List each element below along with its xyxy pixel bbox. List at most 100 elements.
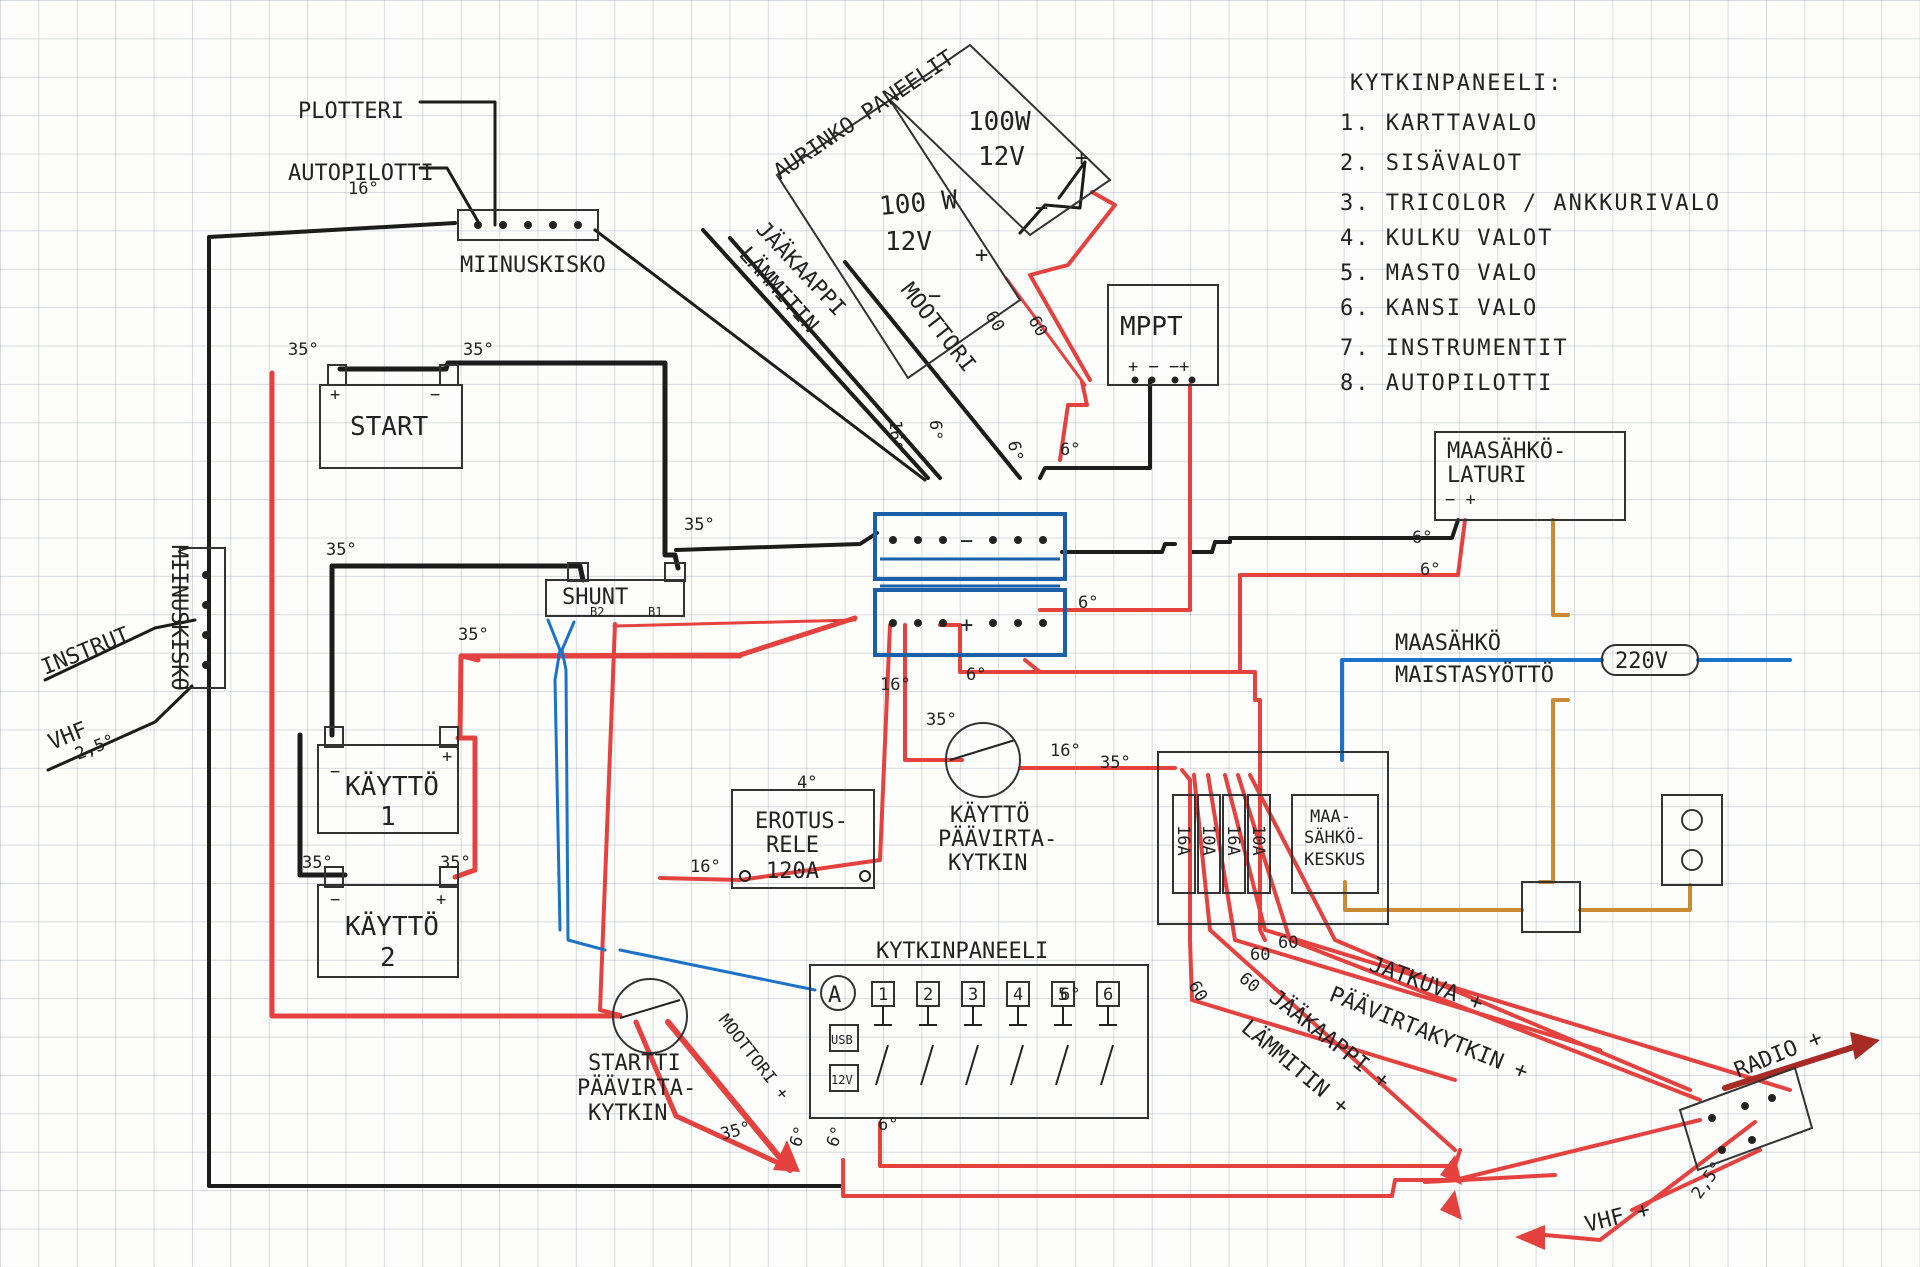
house-battery-1: − + KÄYTTÖ 1 <box>317 726 459 834</box>
mppt-controller: MPPT + − −+ <box>1107 284 1219 386</box>
svg-text:+: + <box>330 385 340 405</box>
panel-switch-2[interactable]: 2 <box>916 981 940 1086</box>
fuse-box: 16A 10A 16A 10A MAA- SÄHKÖ- KESKUS <box>1157 751 1389 925</box>
legend-item-2: 2. SISÄVALOT <box>1340 150 1523 176</box>
svg-text:KÄYTTÖ: KÄYTTÖ <box>950 802 1029 828</box>
svg-text:−: − <box>430 385 440 405</box>
panel-switch-1[interactable]: 1 <box>871 981 895 1086</box>
negative-busbar-left-label: MIINUSKISKO <box>166 545 191 691</box>
svg-text:PÄÄVIRTA-: PÄÄVIRTA- <box>938 826 1057 852</box>
svg-text:MAISTASYÖTTÖ: MAISTASYÖTTÖ <box>1395 662 1554 688</box>
switch-panel: KYTKINPANEELI A USB 12V <box>809 939 1149 1119</box>
svg-text:−: − <box>330 890 340 910</box>
svg-text:6°: 6° <box>1060 440 1080 460</box>
svg-text:LATURI: LATURI <box>1447 463 1526 488</box>
svg-text:16°: 16° <box>885 420 905 451</box>
fuse-3: 16A <box>1223 825 1243 856</box>
shunt: SHUNT B2 B1 <box>545 562 686 619</box>
svg-text:100W: 100W <box>968 107 1031 137</box>
svg-text:6°: 6° <box>786 1124 812 1150</box>
svg-text:35°: 35° <box>288 340 319 360</box>
svg-text:35°: 35° <box>326 540 357 560</box>
main-busbar-block: − + <box>873 512 1067 657</box>
panel-switch-number: 4 <box>1013 985 1023 1005</box>
ac-outlet <box>1521 794 1723 933</box>
svg-text:+: + <box>436 890 446 910</box>
mppt-label: MPPT <box>1120 312 1183 342</box>
svg-text:−: − <box>928 284 941 309</box>
svg-text:1: 1 <box>380 802 396 832</box>
radio-busbar: RADIO + VHF + <box>1582 1026 1826 1238</box>
negative-busbar-top-label: MIINUSKISKO <box>460 253 606 278</box>
svg-text:12V: 12V <box>978 142 1025 172</box>
svg-text:35°: 35° <box>302 853 333 873</box>
shore-inlet: 220V MAASÄHKÖ MAISTASYÖTTÖ <box>1395 630 1699 688</box>
house-battery-2: − + KÄYTTÖ 2 <box>317 866 459 978</box>
start-battery: + − START <box>319 364 463 469</box>
svg-text:60: 60 <box>1184 978 1212 1006</box>
svg-text:12V: 12V <box>831 1073 853 1087</box>
svg-text:6°: 6° <box>966 665 986 685</box>
svg-text:6°: 6° <box>1003 439 1026 463</box>
house-battery-1-label: KÄYTTÖ <box>345 770 439 802</box>
svg-text:USB: USB <box>831 1033 853 1047</box>
autopilotti-label: AUTOPILOTTI <box>288 161 434 186</box>
svg-text:35°: 35° <box>926 710 957 730</box>
svg-text:35°: 35° <box>718 1118 753 1145</box>
svg-text:35°: 35° <box>684 515 715 535</box>
panel-switch-number: 2 <box>923 985 933 1005</box>
panel-switch-4[interactable]: 4 <box>1006 981 1030 1086</box>
start-battery-label: START <box>350 412 429 442</box>
svg-text:− +: − + <box>1445 490 1476 510</box>
shunt-label: SHUNT <box>562 585 628 610</box>
panel-switch-3[interactable]: 3 <box>961 981 985 1086</box>
svg-text:+: + <box>1075 146 1088 171</box>
svg-text:B2: B2 <box>590 605 604 619</box>
legend-title: KYTKINPANEELI: <box>1350 71 1563 96</box>
svg-text:−: − <box>960 529 973 554</box>
svg-text:60: 60 <box>1278 933 1298 953</box>
svg-text:16°: 16° <box>348 179 379 199</box>
legend-item-7: 7. INSTRUMENTIT <box>1340 336 1569 361</box>
svg-text:+: + <box>442 747 452 767</box>
panel-switch-number: 3 <box>968 985 978 1005</box>
svg-text:35°: 35° <box>458 625 489 645</box>
switch-panel-label: KYTKINPANEELI <box>876 939 1048 964</box>
panel-switch-number: 5 <box>1058 985 1068 1005</box>
svg-text:RELE: RELE <box>766 833 819 858</box>
svg-text:120A: 120A <box>766 859 819 884</box>
svg-text:EROTUS-: EROTUS- <box>755 809 848 834</box>
negative-busbar-left: MIINUSKISKO <box>166 545 226 691</box>
svg-text:35°: 35° <box>463 340 494 360</box>
svg-text:SÄHKÖ-: SÄHKÖ- <box>1304 826 1365 848</box>
legend-item-4: 4. KULKU VALOT <box>1340 226 1553 251</box>
house-main-switch[interactable]: KÄYTTÖ PÄÄVIRTA- KYTKIN <box>938 722 1057 876</box>
fuse-1: 16A <box>1173 825 1193 856</box>
svg-text:12V: 12V <box>885 227 932 257</box>
svg-text:35°: 35° <box>440 853 471 873</box>
svg-text:+: + <box>975 243 988 268</box>
legend-item-6: 6. KANSI VALO <box>1340 296 1538 321</box>
svg-text:−: − <box>1035 196 1048 221</box>
svg-text:STARTTI: STARTTI <box>588 1051 681 1076</box>
ac-live-wires <box>546 618 1792 992</box>
svg-text:KYTKIN: KYTKIN <box>948 851 1027 876</box>
plotteri-label: PLOTTERI <box>298 99 404 124</box>
panel-switch-6[interactable]: 6 <box>1096 981 1120 1086</box>
svg-text:6°: 6° <box>925 420 945 440</box>
svg-text:+ − −+: + − −+ <box>1128 357 1189 377</box>
legend-item-3: 3. TRICOLOR / ANKKURIVALO <box>1340 191 1721 216</box>
svg-text:16°: 16° <box>690 857 721 877</box>
panel-switch-5[interactable]: 5 <box>1051 981 1075 1086</box>
start-main-switch[interactable]: STARTTI PÄÄVIRTA- KYTKIN MOOTTORI + <box>577 978 793 1126</box>
house-battery-2-label: KÄYTTÖ <box>345 910 439 942</box>
svg-text:B1: B1 <box>648 605 662 619</box>
svg-text:2: 2 <box>380 943 396 973</box>
switch-legend: KYTKINPANEELI: 1. KARTTAVALO 2. SISÄVALO… <box>1340 71 1721 396</box>
svg-text:MAASÄHKÖ: MAASÄHKÖ <box>1395 630 1501 656</box>
svg-text:6°: 6° <box>1412 528 1432 548</box>
shore-voltage: 220V <box>1615 649 1668 674</box>
svg-text:MAA-: MAA- <box>1310 807 1351 827</box>
